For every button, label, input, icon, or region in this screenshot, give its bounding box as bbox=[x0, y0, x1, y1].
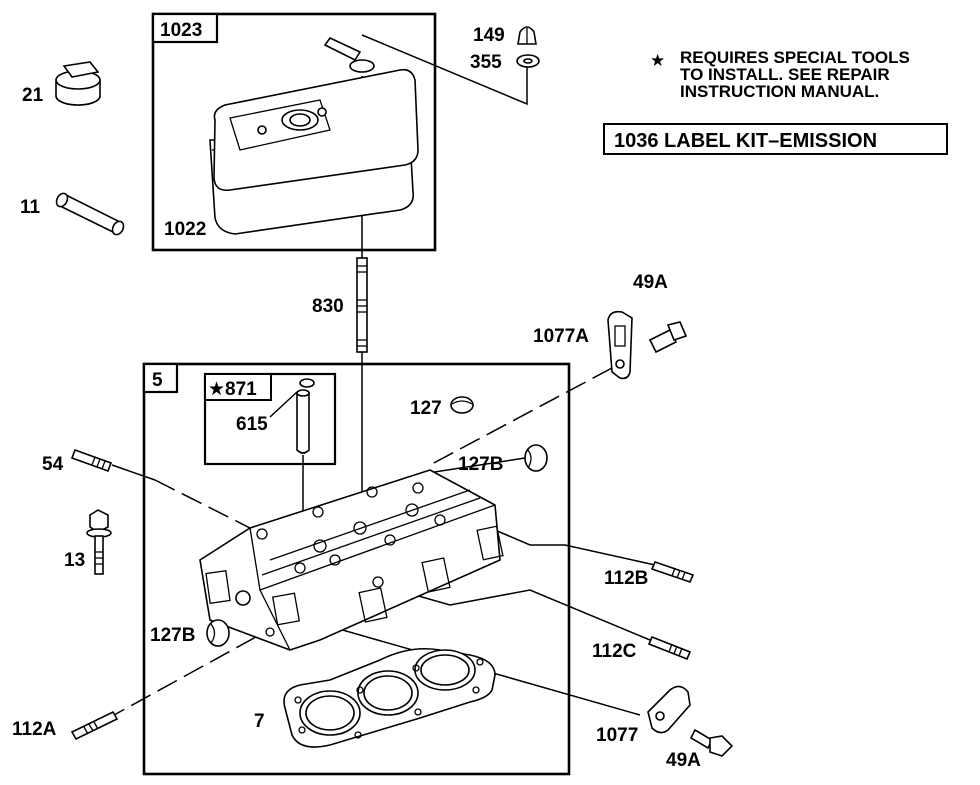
head-gasket-part[interactable] bbox=[283, 647, 496, 748]
bolt-49a-top-part[interactable] bbox=[648, 321, 688, 354]
callout-13: 13 bbox=[64, 550, 85, 571]
callout-49a-top: 49A bbox=[633, 272, 668, 293]
callout-7: 7 bbox=[254, 711, 265, 732]
callout-11: 11 bbox=[20, 197, 41, 218]
callout-54: 54 bbox=[42, 454, 64, 475]
special-tool-group-box: ★871 bbox=[203, 372, 337, 466]
callout-127b-left: 127B bbox=[150, 625, 195, 646]
callout-127: 127 bbox=[410, 398, 442, 419]
stud-112b-part[interactable] bbox=[650, 561, 695, 583]
guide-part[interactable] bbox=[296, 378, 315, 454]
callout-112b: 112B bbox=[604, 568, 648, 589]
bracket-1077-part[interactable] bbox=[647, 685, 691, 734]
callout-149: 149 bbox=[473, 25, 505, 46]
callout-127b-right: 127B bbox=[458, 454, 503, 475]
nut-part[interactable] bbox=[517, 26, 537, 45]
callout-21: 21 bbox=[22, 85, 44, 106]
note-star: ★ bbox=[650, 51, 665, 70]
callout-1077a: 1077A bbox=[533, 326, 589, 347]
note-line-1: REQUIRES SPECIAL TOOLS bbox=[680, 48, 910, 67]
stud-830-part[interactable] bbox=[356, 257, 368, 353]
plug-127b-left-part[interactable] bbox=[206, 619, 230, 647]
plug-127b-right-part[interactable] bbox=[524, 444, 548, 472]
bolt-13-part[interactable] bbox=[86, 509, 112, 575]
valve-cover-group-box: 1023 bbox=[151, 12, 437, 252]
label-kit-text: 1036 LABEL KIT–EMISSION bbox=[614, 130, 877, 152]
callout-1022: 1022 bbox=[164, 219, 206, 240]
callout-1077: 1077 bbox=[596, 725, 638, 746]
bracket-1077a-part[interactable] bbox=[607, 310, 633, 380]
callout-112a: 112A bbox=[12, 719, 57, 740]
note-line-3: INSTRUCTION MANUAL. bbox=[680, 82, 879, 101]
box-label-1023: 1023 bbox=[160, 20, 202, 41]
valve-cover-part[interactable] bbox=[209, 36, 419, 235]
cylinder-head-part[interactable] bbox=[199, 469, 504, 651]
callout-49a-bottom: 49A bbox=[666, 750, 701, 771]
note-line-2: TO INSTALL. SEE REPAIR bbox=[680, 65, 890, 84]
special-tools-note: ★ REQUIRES SPECIAL TOOLS TO INSTALL. SEE… bbox=[650, 48, 910, 101]
box-label-5: 5 bbox=[152, 370, 163, 391]
box-label-871: ★871 bbox=[208, 379, 257, 400]
washer-part[interactable] bbox=[516, 54, 540, 68]
stud-112a-part[interactable] bbox=[70, 710, 119, 741]
plug-127-part[interactable] bbox=[450, 396, 474, 414]
stud-54-part[interactable] bbox=[70, 448, 113, 473]
callout-615: 615 bbox=[236, 414, 268, 435]
tube-part[interactable] bbox=[54, 191, 125, 236]
callout-830: 830 bbox=[312, 296, 344, 317]
bolt-49a-bottom-part[interactable] bbox=[689, 728, 734, 757]
stud-112c-part[interactable] bbox=[647, 635, 692, 661]
callout-355: 355 bbox=[470, 52, 502, 73]
head-group-box: 5 bbox=[142, 362, 571, 776]
callout-112c: 112C bbox=[592, 641, 637, 662]
label-kit-box[interactable]: 1036 LABEL KIT–EMISSION bbox=[603, 123, 948, 155]
oil-cap-part[interactable] bbox=[55, 61, 101, 106]
